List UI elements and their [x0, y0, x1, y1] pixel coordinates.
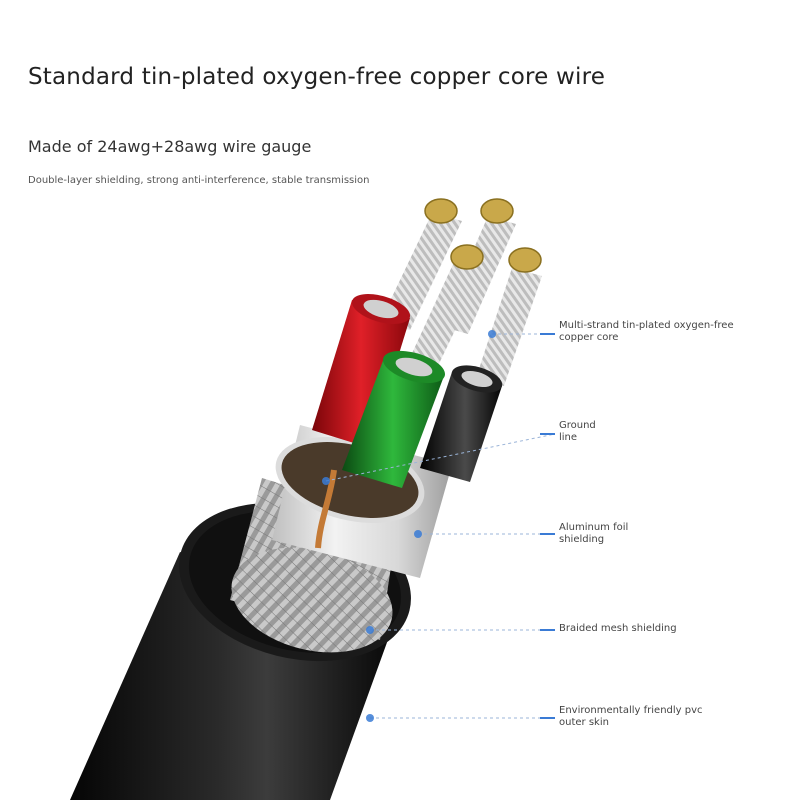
callout-aluminum-foil-line1: Aluminum foil [559, 522, 629, 533]
callout-ground-line-line2: line [559, 432, 578, 443]
callout-pvc-skin-line2: outer skin [559, 717, 609, 728]
callout-ground-line-line1: Ground [559, 420, 596, 431]
page-subtitle: Made of 24awg+28awg wire gauge [28, 137, 312, 156]
page-title: Standard tin-plated oxygen-free copper c… [28, 64, 606, 90]
callout-copper-core-line1: Multi-strand tin-plated oxygen-free [559, 320, 734, 331]
callout-pvc-skin: Environmentally friendly pvc outer skin [559, 705, 759, 729]
callout-aluminum-foil: Aluminum foil shielding [559, 522, 759, 546]
callout-pvc-skin-line1: Environmentally friendly pvc [559, 705, 703, 716]
callout-ground-line: Ground line [559, 420, 759, 444]
ground-wire [315, 469, 337, 549]
green-core [342, 350, 446, 488]
black-core [420, 365, 503, 482]
page-description: Double-layer shielding, strong anti-inte… [28, 175, 370, 186]
callout-copper-core-line2: copper core [559, 332, 619, 343]
copper-strands [380, 213, 542, 386]
callout-braided-mesh: Braided mesh shielding [559, 623, 759, 635]
conductor-ends [424, 198, 542, 273]
callout-copper-core: Multi-strand tin-plated oxygen-free copp… [559, 320, 759, 344]
callout-braided-mesh-line1: Braided mesh shielding [559, 623, 677, 634]
red-core [312, 294, 411, 448]
braided-mesh [230, 478, 398, 653]
callout-aluminum-foil-line2: shielding [559, 534, 605, 545]
callout-leaders [322, 330, 556, 722]
